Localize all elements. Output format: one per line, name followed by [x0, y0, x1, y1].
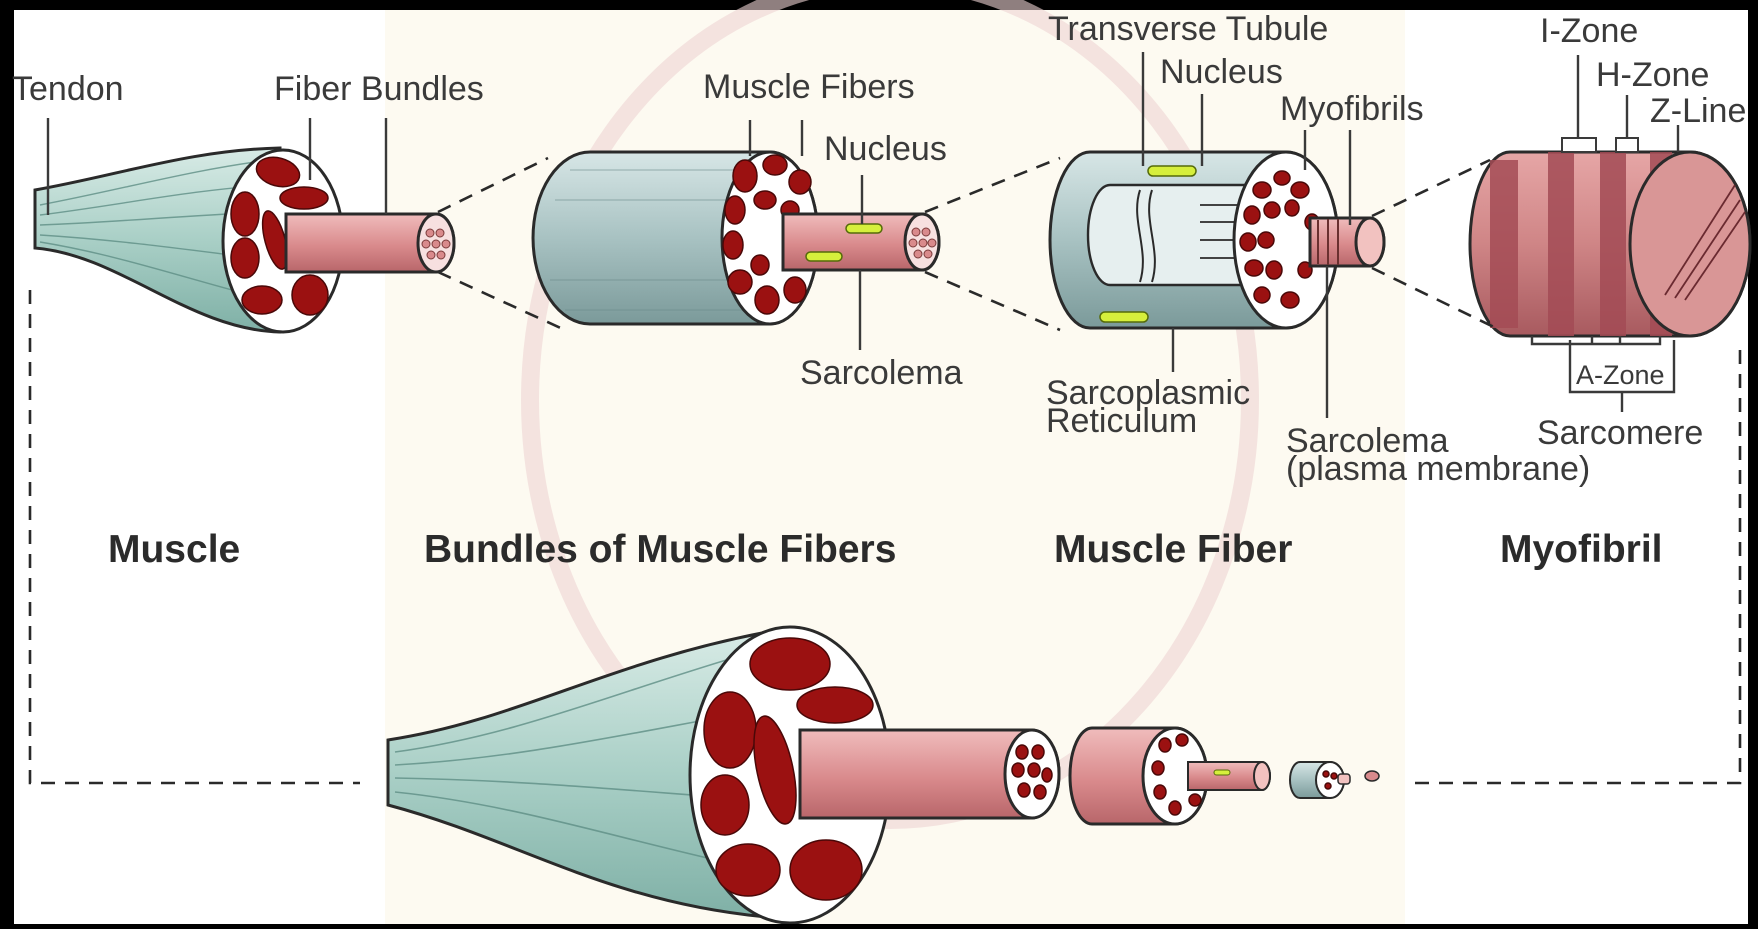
overview-myofibril	[1365, 771, 1379, 781]
label-tendon: Tendon	[12, 70, 124, 108]
left-border	[0, 10, 14, 924]
label-reticulum: Reticulum	[1046, 402, 1197, 440]
nucleus-marker-2	[806, 252, 842, 261]
label-sarcolema-bundle: Sarcolema	[800, 354, 963, 392]
title-myofibril: Myofibril	[1500, 528, 1663, 571]
top-border	[0, 0, 1758, 10]
h-zone-marker	[1616, 138, 1638, 152]
title-muscle: Muscle	[108, 528, 240, 571]
label-h-zone: H-Zone	[1596, 56, 1709, 94]
label-sarcomere: Sarcomere	[1537, 414, 1703, 452]
label-muscle-fibers: Muscle Fibers	[703, 68, 915, 106]
label-a-zone: A-Zone	[1576, 360, 1665, 390]
label-nucleus-bundle: Nucleus	[824, 130, 947, 168]
myofibril-end	[1630, 152, 1750, 336]
i-zone-marker	[1562, 138, 1596, 152]
label-z-line: Z-Line	[1650, 92, 1746, 130]
label-myofibrils: Myofibrils	[1280, 90, 1424, 128]
title-bundles: Bundles of Muscle Fibers	[424, 528, 896, 571]
label-transverse-tubule: Transverse Tubule	[1048, 10, 1328, 48]
fiber-nucleus-top	[1148, 166, 1196, 176]
title-muscle-fiber: Muscle Fiber	[1054, 528, 1292, 571]
label-nucleus-fiber: Nucleus	[1160, 53, 1283, 91]
fiber-nucleus-bottom	[1100, 312, 1148, 322]
right-border	[1748, 10, 1758, 924]
label-i-zone: I-Zone	[1540, 12, 1638, 50]
nucleus-marker	[846, 224, 882, 233]
label-fiber-bundles: Fiber Bundles	[274, 70, 484, 108]
label-plasma-membrane: (plasma membrane)	[1286, 450, 1590, 488]
